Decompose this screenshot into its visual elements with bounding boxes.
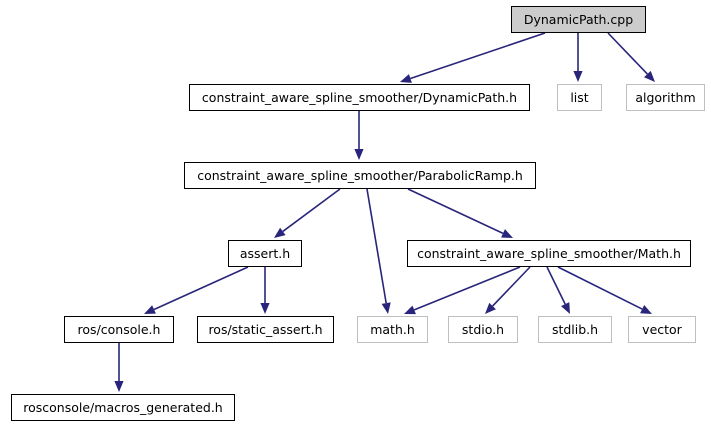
graph-node-label: constraint_aware_spline_smoother/Dynamic… — [201, 90, 518, 105]
graph-edge-dynamicpath_cpp-to-algorithm — [607, 32, 655, 82]
graph-node-label: DynamicPath.cpp — [523, 12, 634, 27]
graph-edge-parabolicramp_h-to-assert_h — [274, 188, 341, 238]
graph-node-label: list — [570, 90, 589, 105]
graph-node-label: stdlib.h — [551, 322, 599, 337]
graph-node-algorithm[interactable]: algorithm — [626, 84, 705, 111]
graph-node-label: assert.h — [239, 246, 291, 261]
graph-edge-parabolicramp_h-to-math_h — [366, 188, 391, 314]
graph-edge-assert_h-to-ros_console_h — [144, 266, 249, 314]
graph-node-label: constraint_aware_spline_smoother/Math.h — [417, 246, 681, 261]
graph-edge-math_header-to-math_h — [404, 266, 521, 315]
graph-node-label: constraint_aware_spline_smoother/Parabol… — [197, 168, 523, 183]
graph-node-label: stdio.h — [461, 322, 505, 337]
graph-edge-math_header-to-stdio_h — [485, 266, 531, 314]
graph-node-dynamicpath_cpp[interactable]: DynamicPath.cpp — [511, 6, 646, 33]
graph-node-label: ros/static_assert.h — [208, 322, 323, 337]
graph-node-label: rosconsole/macros_generated.h — [23, 400, 223, 415]
graph-edge-math_header-to-vector — [557, 266, 652, 314]
graph-node-stdlib_h[interactable]: stdlib.h — [538, 316, 612, 343]
graph-node-label: algorithm — [635, 90, 696, 105]
graph-edge-dynamicpath_h-to-parabolicramp_h — [354, 111, 364, 160]
graph-edge-dynamicpath_cpp-to-dynamicpath_h — [400, 32, 546, 83]
graph-node-math_header[interactable]: constraint_aware_spline_smoother/Math.h — [407, 240, 691, 267]
graph-node-stdio_h[interactable]: stdio.h — [448, 316, 518, 343]
graph-edge-assert_h-to-ros_static_assert — [260, 267, 270, 314]
graph-edge-math_header-to-stdlib_h — [546, 266, 570, 314]
graph-node-ros_console_h[interactable]: ros/console.h — [64, 316, 174, 343]
graph-node-label: ros/console.h — [77, 322, 161, 337]
graph-node-label: vector — [642, 322, 682, 337]
graph-node-vector[interactable]: vector — [628, 316, 696, 343]
graph-node-math_h[interactable]: math.h — [357, 316, 428, 343]
graph-edge-ros_console_h-to-macros_generated — [114, 343, 124, 392]
graph-node-list[interactable]: list — [557, 84, 602, 111]
graph-node-dynamicpath_h[interactable]: constraint_aware_spline_smoother/Dynamic… — [189, 84, 530, 111]
graph-edge-parabolicramp_h-to-math_header — [407, 188, 513, 238]
graph-edge-dynamicpath_cpp-to-list — [573, 33, 583, 82]
graph-node-label: math.h — [370, 322, 415, 337]
graph-node-ros_static_assert[interactable]: ros/static_assert.h — [197, 316, 334, 343]
graph-node-assert_h[interactable]: assert.h — [228, 240, 302, 267]
graph-node-parabolicramp_h[interactable]: constraint_aware_spline_smoother/Parabol… — [184, 162, 536, 189]
graph-node-macros_generated[interactable]: rosconsole/macros_generated.h — [11, 394, 235, 421]
